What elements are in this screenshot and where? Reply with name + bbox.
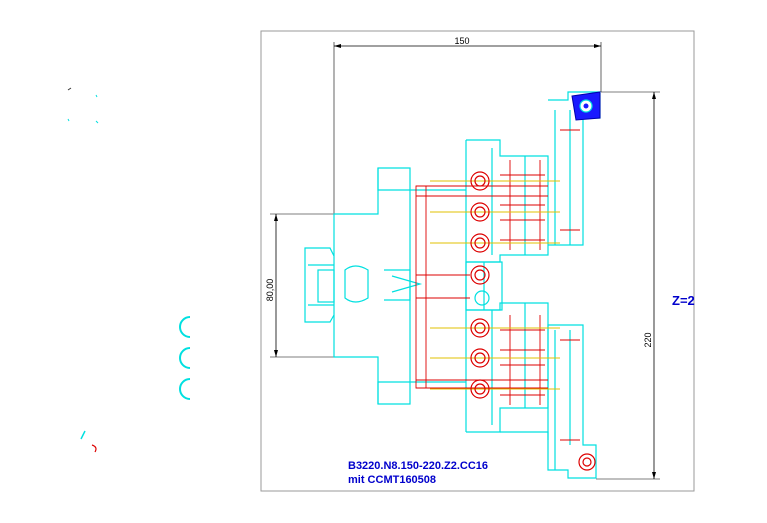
- side-markers: [67, 87, 202, 453]
- tool-accent-lines: [430, 109, 601, 390]
- dimension-height-label: 220: [643, 332, 653, 347]
- tool-detail-lines: [415, 129, 580, 441]
- screws-upper: [470, 171, 490, 285]
- dimension-bore-label: 80,00: [265, 279, 275, 302]
- cutting-insert: [571, 91, 601, 121]
- center-hole: [474, 290, 490, 306]
- dimension-bore: 80,00: [265, 213, 336, 358]
- insert-spec: mit CCMT160508: [348, 474, 436, 486]
- dimension-height: 220: [596, 91, 660, 480]
- tool-body-outline: [304, 91, 601, 479]
- drawing-frame: [260, 30, 695, 492]
- dimension-width-label: 150: [454, 36, 469, 46]
- dimension-width: 150: [333, 36, 602, 214]
- teeth-count-label: Z=2: [672, 293, 695, 308]
- screws-lower: [470, 318, 596, 471]
- part-number: B3220.N8.150-220.Z2.CC16: [348, 460, 488, 472]
